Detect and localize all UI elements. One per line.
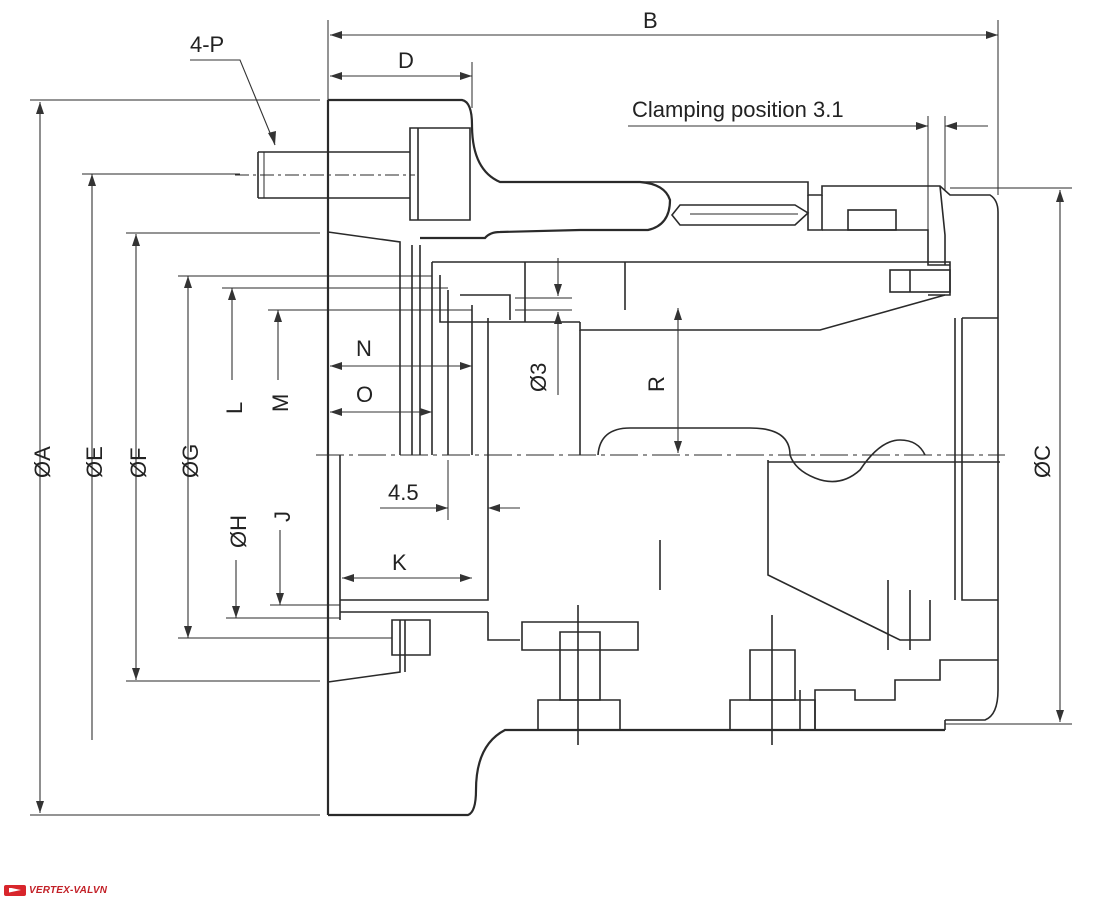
label-oc: ØC [1030,445,1055,478]
label-of: ØF [126,447,151,478]
brand-mark-icon [4,884,26,896]
label-j: J [270,511,295,522]
label-oh: ØH [226,515,251,548]
label-l: L [222,402,247,414]
body-outline [235,98,1005,817]
label-og: ØG [178,444,203,478]
label-oe: ØE [82,446,107,478]
dimension-lines [30,20,1072,816]
label-o3: Ø3 [526,363,551,392]
label-clamping-position: Clamping position 3.1 [632,97,844,122]
label-o: O [356,382,373,407]
label-b: B [643,8,658,33]
label-r: R [644,376,669,392]
label-k: K [392,550,407,575]
label-4p: 4-P [190,32,224,57]
label-d: D [398,48,414,73]
label-4-5: 4.5 [388,480,419,505]
label-oa: ØA [30,446,55,478]
brand-name: VERTEX-VALVN [29,884,108,896]
label-n: N [356,336,372,361]
brand-logo: VERTEX-VALVN [4,882,107,898]
label-m: M [268,394,293,412]
